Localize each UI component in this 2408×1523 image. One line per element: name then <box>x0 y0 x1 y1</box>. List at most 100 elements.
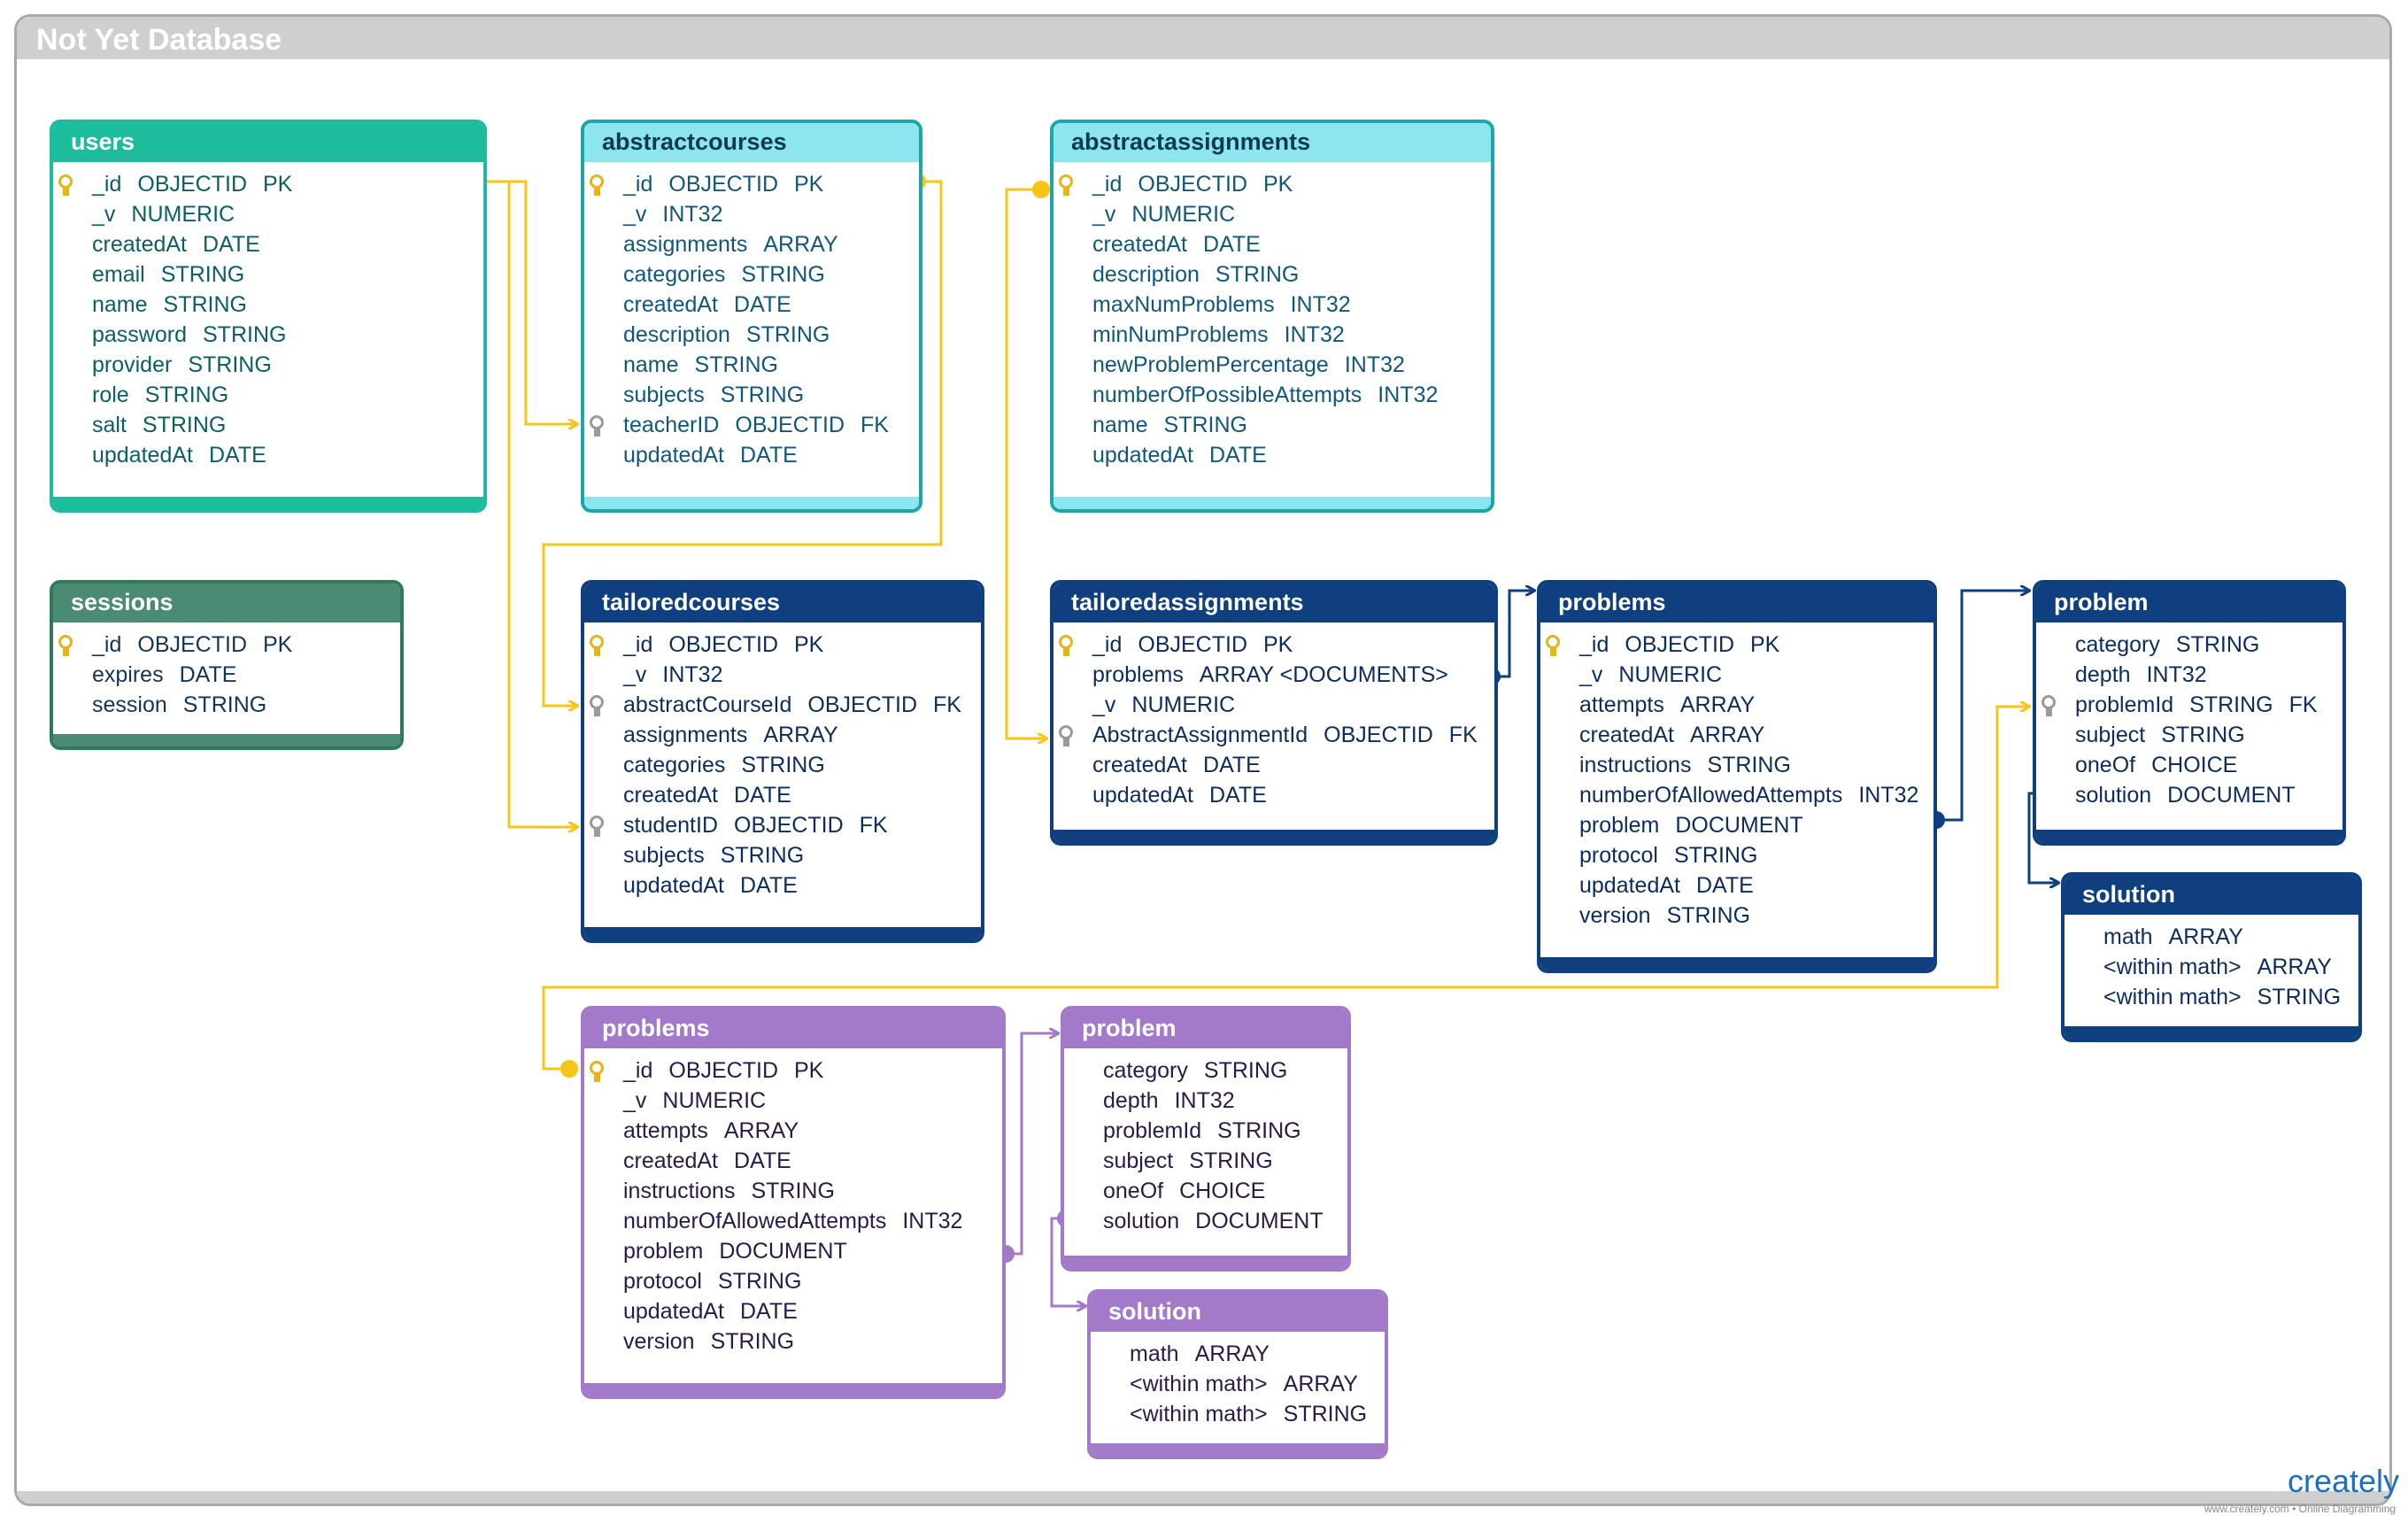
field-key: FK <box>2288 692 2318 717</box>
field-row[interactable]: <within math>ARRAY <box>2065 952 2358 982</box>
field-row[interactable]: <within math>STRING <box>2065 982 2358 1012</box>
field-row[interactable]: <within math>ARRAY <box>1091 1369 1385 1399</box>
field-row[interactable]: <within math>STRING <box>1091 1399 1385 1429</box>
